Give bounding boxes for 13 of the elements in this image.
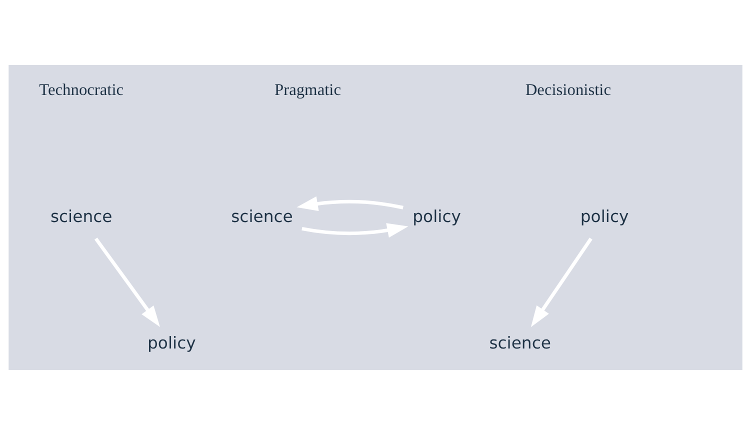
node-text: science	[489, 334, 551, 353]
arrow	[302, 223, 408, 238]
label: Decisionistic	[525, 80, 612, 100]
arrow	[530, 238, 592, 328]
node-text: policy	[580, 206, 629, 226]
arrow	[296, 196, 404, 212]
node-text: science	[50, 206, 112, 226]
label: Pragmatic	[274, 80, 342, 100]
node-text: policy	[148, 334, 196, 353]
node-text: policy	[412, 206, 461, 226]
node-text: science	[231, 206, 293, 226]
label: Technocratic	[39, 80, 124, 100]
arrow	[94, 238, 160, 327]
